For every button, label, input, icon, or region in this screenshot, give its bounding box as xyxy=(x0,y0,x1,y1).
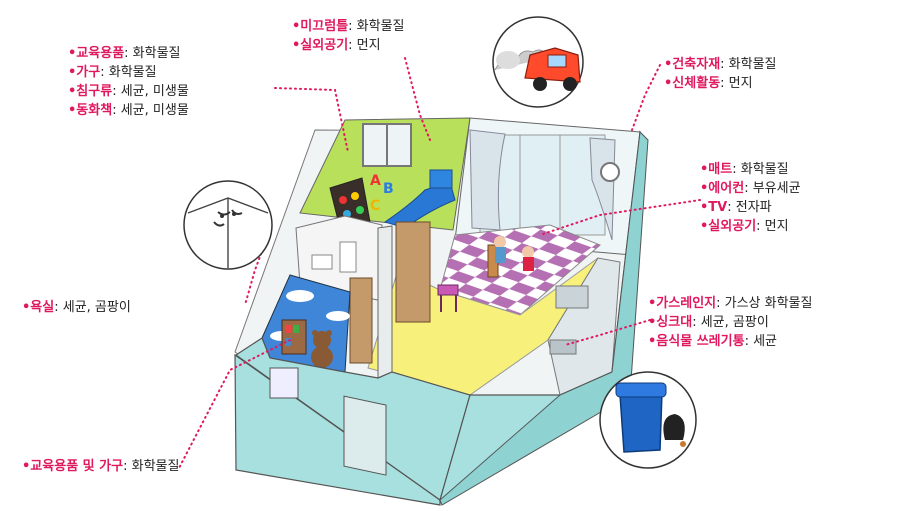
nursery-label-key: •동화책 xyxy=(68,103,113,118)
label-group-living: •매트: 화학물질 •에어컨: 부유세균 •TV: 전자파 •실외공기: 먼지 xyxy=(700,162,801,234)
gas-range xyxy=(555,285,589,309)
bathroom-label-key: •욕실 xyxy=(22,300,55,315)
building-label-key: •건축자재 xyxy=(664,57,721,72)
nursery-label-key: •교육용품 xyxy=(68,46,125,61)
wall-letter-c: C xyxy=(370,198,380,214)
living-label-key: •실외공기 xyxy=(700,219,757,234)
toilet xyxy=(339,241,357,273)
label-group-slide: •미끄럼틀: 화학물질 •실외공기: 먼지 xyxy=(292,19,405,53)
washbasin xyxy=(311,254,333,270)
teddy-bear xyxy=(313,331,331,349)
building-label-key: •신체활동 xyxy=(664,76,721,91)
kitchen-label-key: •가스레인지 xyxy=(648,296,717,311)
slide-label-key: •미끄럼틀 xyxy=(292,19,349,34)
exterior-wall-right-face xyxy=(439,130,649,506)
label-group-kidsroom: •교육용품 및 가구: 화학물질 xyxy=(22,459,180,474)
label-group-nursery: •교육용품: 화학물질 •가구: 화학물질 •침구류: 세균, 미생물 •동화책… xyxy=(68,46,189,118)
label-group-kitchen: •가스레인지: 가스상 화학물질 •싱크대: 세균, 곰팡이 •음식물 쓰레기통… xyxy=(648,296,813,349)
bath-door xyxy=(349,277,373,364)
play-mat xyxy=(439,224,601,316)
living-label-key: •TV xyxy=(700,200,728,215)
partition-wall xyxy=(377,225,393,379)
nursery-label-key: •침구류 xyxy=(68,84,113,99)
front-window xyxy=(269,367,299,399)
room-door xyxy=(395,221,431,323)
car-exhaust-icon xyxy=(492,16,584,108)
kitchen-label-key: •싱크대 xyxy=(648,315,693,330)
sink xyxy=(549,339,577,355)
house-cutaway: A B C xyxy=(234,117,649,506)
kitchen-counter xyxy=(547,257,621,396)
kidsroom-label-key: •교육용품 및 가구 xyxy=(22,459,124,474)
label-group-building: •건축자재: 화학물질 •신체활동: 먼지 xyxy=(664,57,777,91)
living-label-key: •에어컨 xyxy=(700,181,745,196)
label-group-bathroom: •욕실: 세균, 곰팡이 xyxy=(22,300,131,315)
living-label-key: •매트 xyxy=(700,162,733,177)
front-door xyxy=(343,395,387,476)
food-waste-bin-icon xyxy=(599,371,697,469)
wall-clock xyxy=(600,162,620,182)
slide-label-key: •실외공기 xyxy=(292,38,349,53)
wall-letter-b: B xyxy=(383,181,394,197)
wall-letter-a: A xyxy=(370,173,381,189)
slide xyxy=(383,181,456,229)
nursery-label-key: •가구 xyxy=(68,65,101,80)
kitchen-label-key: •음식물 쓰레기통 xyxy=(648,334,745,349)
mold-corner-icon xyxy=(183,180,273,270)
